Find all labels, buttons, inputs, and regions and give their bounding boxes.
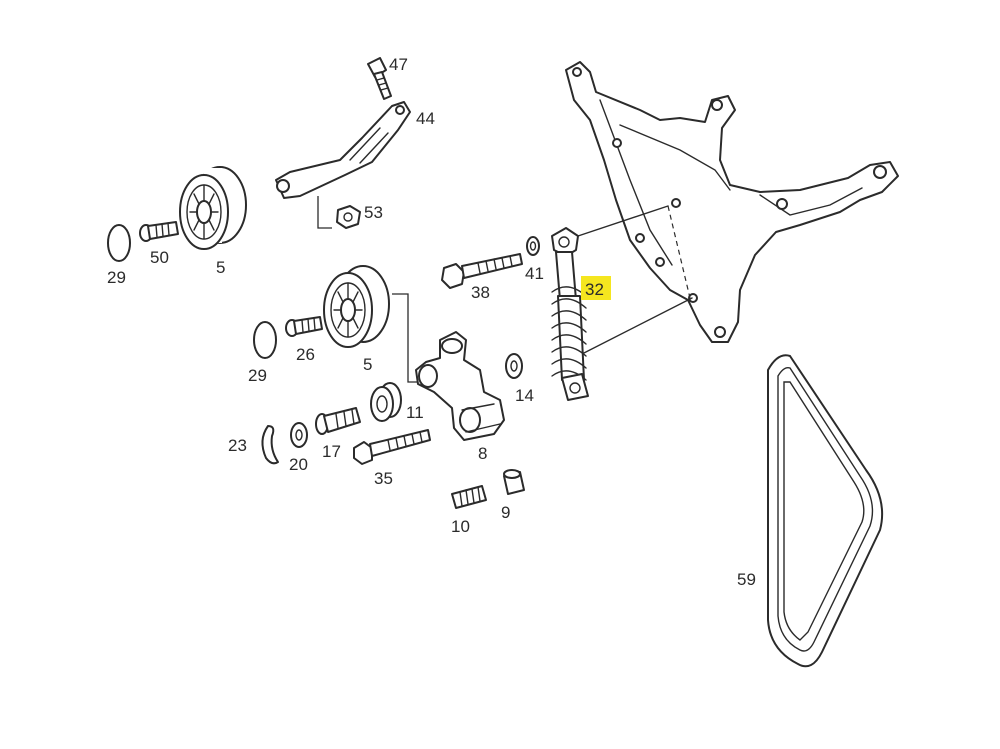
highlight-box-32 — [581, 276, 611, 300]
alignment-line-upper — [577, 205, 669, 237]
part-32-shock-absorber — [551, 227, 589, 401]
part-29-ring-upper — [107, 224, 131, 262]
label-44: 44 — [416, 109, 435, 128]
part-53-nut — [336, 205, 361, 229]
part-11-bearing — [370, 382, 402, 422]
label-26: 26 — [296, 345, 315, 364]
part-10-stud — [451, 485, 487, 509]
label-50: 50 — [150, 248, 169, 267]
leader-11 — [392, 293, 424, 383]
label-47: 47 — [389, 55, 408, 74]
alignment-line-bracket — [667, 205, 691, 299]
label-20: 20 — [289, 455, 308, 474]
label-5-upper: 5 — [216, 258, 225, 277]
part-35-bolt — [353, 429, 431, 465]
part-47-bolt — [367, 57, 392, 100]
part-9-bushing — [503, 469, 525, 495]
label-5-lower: 5 — [363, 355, 372, 374]
part-44-arm — [275, 101, 411, 199]
part-17-bolt — [315, 407, 361, 435]
part-8-tensioner-arm — [415, 331, 505, 441]
label-8: 8 — [478, 444, 487, 463]
part-26-bolt — [285, 316, 323, 337]
label-11: 11 — [406, 403, 424, 422]
label-17: 17 — [322, 442, 341, 461]
label-53: 53 — [364, 203, 383, 222]
leader-53 — [317, 196, 332, 229]
label-32: 32 — [585, 280, 604, 299]
part-29-ring-lower — [253, 321, 277, 359]
part-5-pulley-upper — [179, 166, 247, 250]
alignment-line-lower — [579, 297, 693, 356]
label-35: 35 — [374, 469, 393, 488]
label-59: 59 — [737, 570, 756, 589]
label-29-upper: 29 — [107, 268, 126, 287]
part-38-bolt — [441, 253, 523, 289]
label-29-lower: 29 — [248, 366, 267, 385]
part-20-washer — [290, 422, 308, 448]
mounting-bracket — [565, 61, 899, 343]
label-41: 41 — [525, 264, 544, 283]
label-9: 9 — [501, 503, 510, 522]
part-50-bolt — [139, 221, 179, 242]
part-41-washer — [526, 236, 540, 256]
part-23-circlip — [261, 425, 279, 465]
label-14: 14 — [515, 386, 534, 405]
label-10: 10 — [451, 517, 470, 536]
label-38: 38 — [471, 283, 490, 302]
part-5-pulley-lower — [323, 265, 390, 348]
label-23: 23 — [228, 436, 247, 455]
part-59-drive-belt — [767, 354, 884, 668]
part-14-washer — [505, 353, 523, 379]
